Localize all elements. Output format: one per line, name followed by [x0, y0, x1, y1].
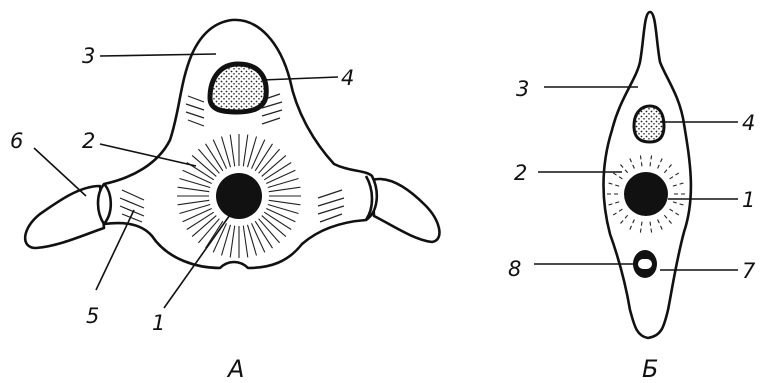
label-8-b: 8 [508, 257, 521, 281]
cell-body-a [98, 20, 377, 268]
label-1-b: 1 [742, 188, 755, 212]
label-2-a: 2 [82, 129, 95, 153]
label-3-b: 3 [516, 77, 529, 101]
appendage-right-a [372, 179, 439, 242]
vacuole-inner-b [638, 259, 652, 269]
label-4-a: 4 [341, 66, 354, 90]
label-1-a: 1 [152, 311, 165, 335]
label-6-a: 6 [10, 129, 23, 153]
stippled-body-a [210, 64, 266, 112]
caption-b: Б [642, 355, 658, 383]
nucleus-a [216, 173, 262, 219]
figure-b: 3 4 2 1 8 7 Б [508, 12, 756, 383]
caption-a: А [226, 355, 244, 383]
label-4-b: 4 [742, 111, 755, 135]
label-2-b: 2 [514, 161, 527, 185]
nucleus-b [624, 172, 668, 216]
stippled-body-b [634, 106, 664, 142]
label-5-a: 5 [86, 304, 99, 328]
label-7-b: 7 [742, 259, 756, 283]
label-3-a: 3 [82, 44, 95, 68]
appendage-left-a [25, 186, 104, 248]
figure-a: 3 4 2 6 5 1 А [10, 20, 439, 383]
